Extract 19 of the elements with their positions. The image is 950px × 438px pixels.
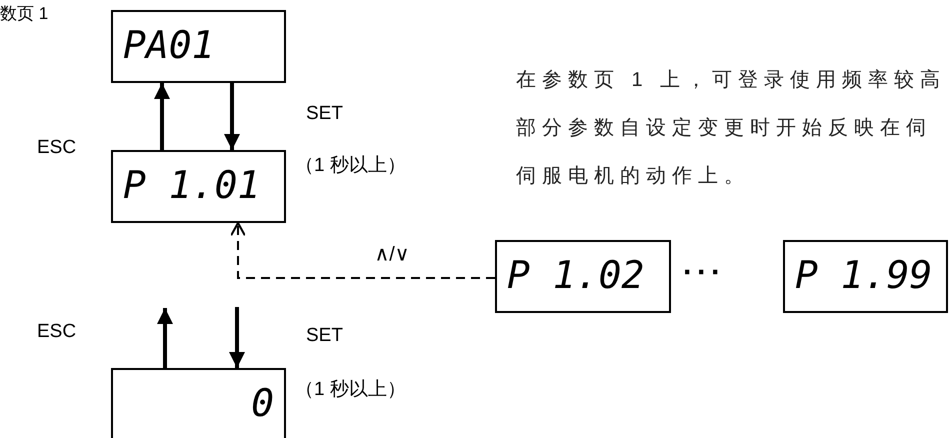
arrow [224,83,240,150]
description-text: 在参数页 1 上，可登录使用频率较高部分参数自设定变更时开始反映在伺伺服电机的动作上。 [516,68,948,189]
segment-display: P 1.01 [111,150,286,223]
duration-note: （1 秒以上） [295,378,406,402]
key-label: ESC [37,321,76,343]
arrow [154,83,170,150]
page-title: 数页 1 [0,3,48,25]
duration-note: （1 秒以上） [295,154,406,178]
arrow [157,308,173,368]
key-label: SET [306,325,343,347]
segment-display: P 1.02 [495,240,671,313]
dashed-arrow [230,222,495,279]
ellipsis: ··· [683,256,725,290]
key-label: ESC [37,137,76,159]
arrow [229,307,245,368]
key-label: SET [306,103,343,125]
segment-display: 0 [111,368,286,438]
segment-display: PA01 [111,10,286,83]
segment-display: P 1.99 [783,240,948,313]
